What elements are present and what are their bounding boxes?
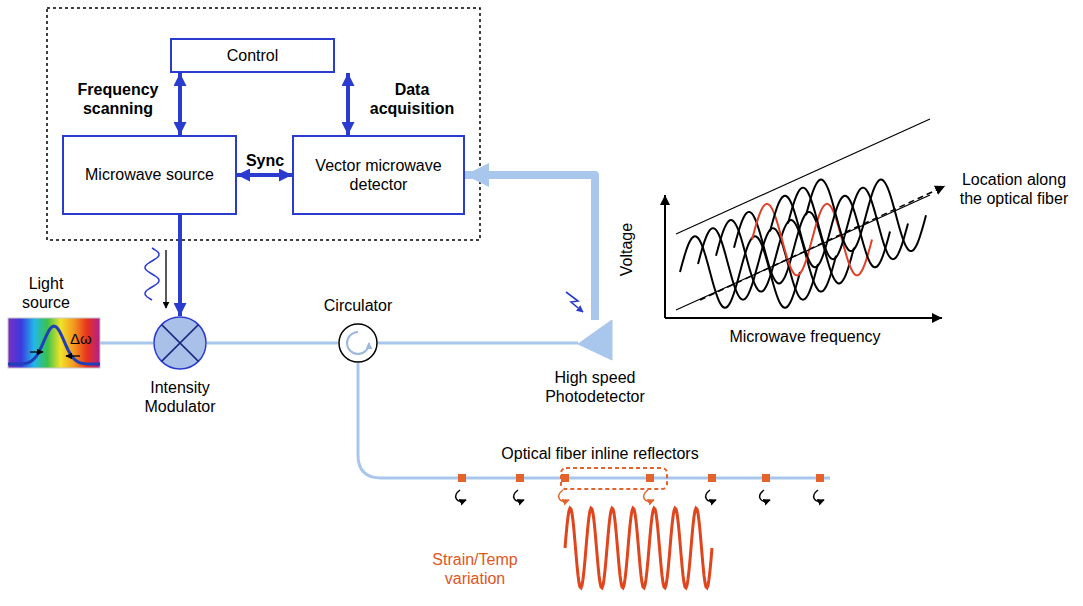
strain-variation-wave	[565, 508, 712, 588]
node-label: Light source	[10, 274, 82, 312]
light-source: Light sourceΔω	[8, 318, 100, 368]
edge-label: Data acquisition	[357, 80, 467, 118]
reflector	[516, 474, 524, 482]
reflector	[561, 474, 569, 482]
circulator-circle	[339, 324, 377, 362]
reflection-arrow	[559, 490, 569, 501]
node-label: Intensity Modulator	[123, 378, 237, 416]
instrument-group-box	[47, 8, 480, 240]
reflector	[708, 474, 716, 482]
photodetector-triangle	[578, 320, 612, 360]
width-arrow	[30, 351, 43, 352]
inline-reflectors	[456, 474, 824, 501]
optical-path	[378, 342, 578, 345]
box-label: Control	[219, 46, 287, 65]
signal-arrow	[346, 73, 350, 135]
circulator-arrow	[347, 332, 369, 354]
strain-label: Strain/Temp variation	[415, 550, 535, 588]
mixer-cross	[162, 325, 199, 362]
optical-path	[207, 342, 338, 345]
spectrum-curve	[8, 326, 100, 364]
control-box: Control	[170, 38, 335, 73]
edge-label: Sync	[240, 151, 290, 170]
signal-arrow	[165, 250, 166, 308]
box-label: Microwave source	[77, 165, 222, 184]
box-label: Vector microwave detector	[294, 156, 463, 194]
axis-label: Location along the optical fiber	[950, 170, 1078, 208]
fiber-label: Optical fiber inline reflectors	[470, 444, 730, 463]
envelope-line	[676, 195, 930, 310]
intensity-modulator: Intensity Modulator	[153, 316, 207, 370]
width-arrow	[66, 355, 80, 356]
reflector	[816, 474, 824, 482]
optical-path	[100, 342, 153, 345]
optical-path	[465, 175, 595, 320]
response-curve	[806, 180, 926, 251]
sensing-segment-box	[561, 468, 667, 489]
reflector	[458, 474, 466, 482]
electrical-signal-symbol	[566, 292, 583, 312]
signal-arrow	[237, 173, 292, 177]
reflection-arrow	[814, 490, 824, 501]
reflection-arrow	[644, 490, 654, 501]
signal-arrow	[178, 73, 182, 135]
voltage-axis	[664, 195, 666, 318]
photodetector: High speed Photodetector	[578, 320, 612, 360]
circulator: Circulator	[338, 323, 378, 363]
intensity-modulator-shape	[153, 316, 207, 370]
microwave-source-box: Microwave source	[62, 135, 237, 215]
microwave-signal-wave	[145, 248, 159, 300]
node-label: Circulator	[308, 296, 408, 315]
reflector	[762, 474, 770, 482]
reflection-arrow	[514, 490, 524, 501]
reflection-arrow	[760, 490, 770, 501]
axis-label: Voltage	[617, 223, 636, 276]
photodetector-shape	[578, 320, 612, 360]
node-label: Δω	[70, 330, 92, 348]
signal-arrow	[178, 215, 182, 316]
modulator-circle	[154, 317, 206, 369]
frequency-axis	[665, 317, 942, 319]
node-label: High speed Photodetector	[538, 368, 652, 406]
envelope-line	[676, 119, 930, 234]
reflection-arrow	[706, 490, 716, 501]
edge-label: Frequency scanning	[64, 80, 172, 118]
optical-fiber	[358, 363, 830, 478]
response-curves	[676, 119, 930, 310]
circulator-shape	[338, 323, 378, 363]
axis-label: Microwave frequency	[710, 327, 900, 346]
spectrum	[8, 318, 100, 368]
reflection-arrow	[456, 490, 466, 501]
detector-box: Vector microwave detector	[292, 135, 465, 215]
reflector	[646, 474, 654, 482]
